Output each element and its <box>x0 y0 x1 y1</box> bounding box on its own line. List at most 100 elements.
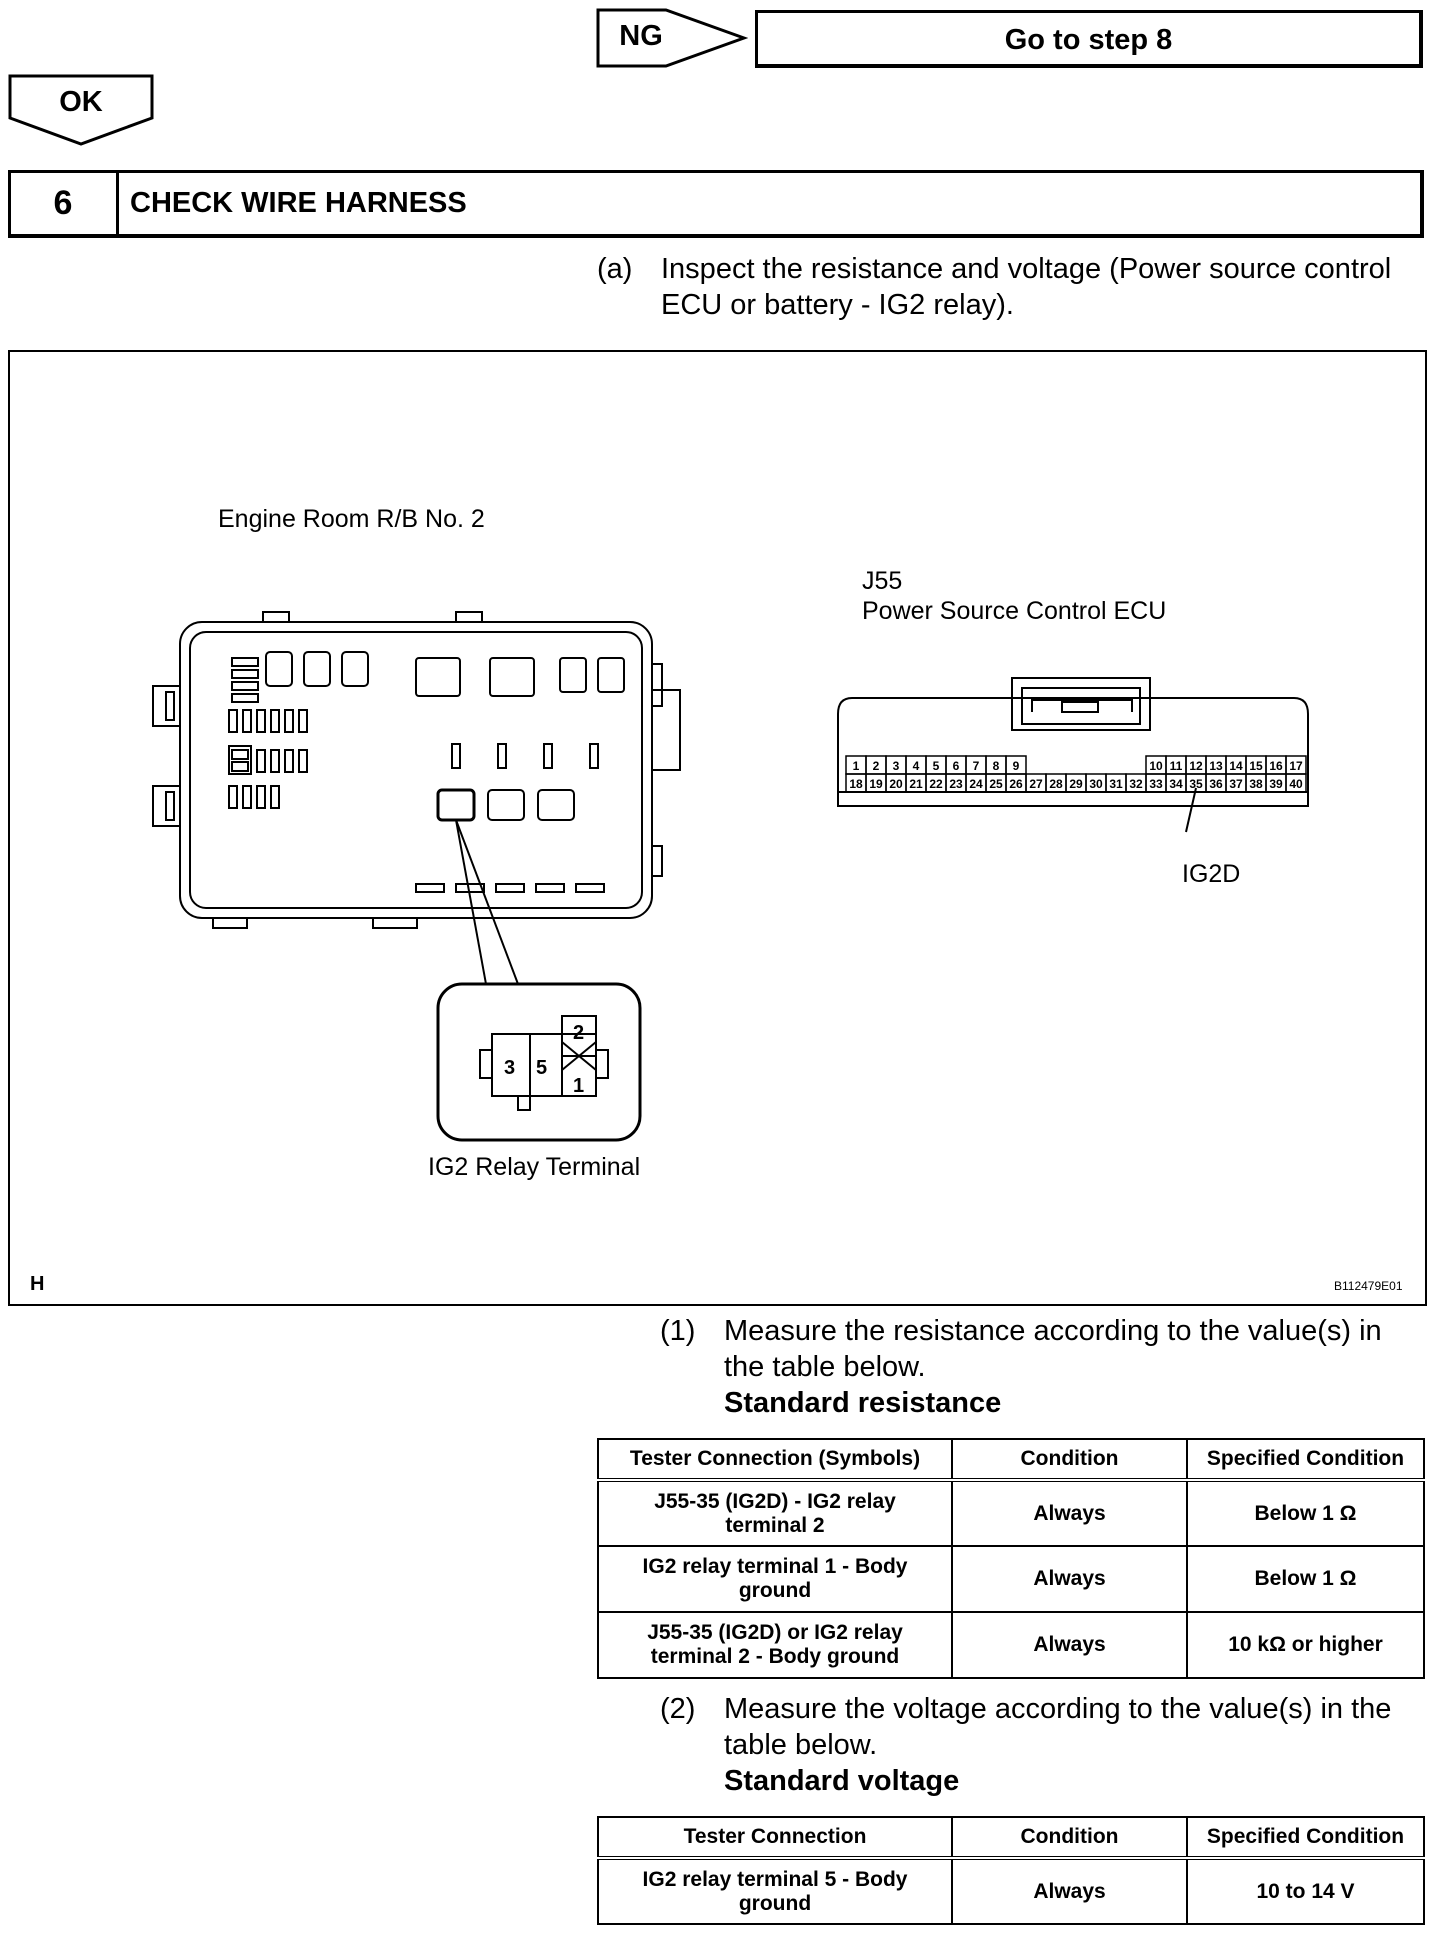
condition-cell: Always <box>951 1545 1188 1613</box>
standard-resistance-heading: Standard resistance <box>724 1387 1002 1419</box>
step-2: (2) Measure the voltage according to the… <box>660 1691 1430 1803</box>
ecu-pin-4: 4 <box>913 759 920 773</box>
step-header <box>8 170 1424 238</box>
relay-block-inner <box>189 631 643 909</box>
ecu-pin-20: 20 <box>889 777 903 791</box>
ecu-pin-13: 13 <box>1209 759 1223 773</box>
ecu-pin-24: 24 <box>969 777 983 791</box>
ng-arrow-icon <box>596 8 748 68</box>
ecu-pin-17: 17 <box>1289 759 1303 773</box>
condition-cell: Always <box>951 1611 1188 1679</box>
ecu-pin-5: 5 <box>933 759 940 773</box>
ecu-pin-22: 22 <box>929 777 943 791</box>
ecu-pin-35: 35 <box>1189 777 1203 791</box>
spec-cell: Below 1 Ω <box>1186 1545 1425 1613</box>
ig2-relay-slot <box>436 788 476 822</box>
instruction-a-label: (a) <box>597 253 633 285</box>
ecu-pin-29: 29 <box>1069 777 1083 791</box>
voltage-table: Tester Connection Condition Specified Co… <box>597 1816 1425 1925</box>
resistance-header-connection: Tester Connection (Symbols) <box>597 1438 953 1482</box>
step-number: 6 <box>53 184 73 222</box>
ecu-pin-26: 26 <box>1009 777 1023 791</box>
ecu-pin-36: 36 <box>1209 777 1223 791</box>
ecu-pin-19: 19 <box>869 777 883 791</box>
step-divider <box>116 170 119 238</box>
condition-cell: Always <box>951 1857 1188 1925</box>
ecu-pin-3: 3 <box>893 759 900 773</box>
spec-cell: 10 to 14 V <box>1186 1857 1425 1925</box>
step-2-line2: table below. <box>724 1729 878 1761</box>
ecu-pin-33: 33 <box>1149 777 1163 791</box>
ecu-pin-1: 1 <box>853 759 860 773</box>
ecu-name: Power Source Control ECU <box>862 597 1166 625</box>
figure-corner-letter: H <box>30 1273 44 1295</box>
step-1: (1) Measure the resistance according to … <box>660 1313 1430 1425</box>
relay-terminal-callout <box>436 982 642 1142</box>
ecu-pin-25: 25 <box>989 777 1003 791</box>
ecu-pin-14: 14 <box>1229 759 1243 773</box>
relay-terminal-2: 2 <box>573 1022 584 1044</box>
ecu-pin-2: 2 <box>873 759 880 773</box>
resistance-header-condition: Condition <box>951 1438 1188 1482</box>
figure-code: B112479E01 <box>1334 1279 1403 1293</box>
ecu-pin-6: 6 <box>953 759 960 773</box>
ecu-pin-9: 9 <box>1013 759 1020 773</box>
relay-terminal-5: 5 <box>536 1057 547 1079</box>
ecu-pin-callout: IG2D <box>1182 860 1240 888</box>
ecu-pin-40-cell <box>1285 773 1307 793</box>
ecu-pin-34: 34 <box>1169 777 1183 791</box>
ng-label: NG <box>619 20 663 52</box>
step-2-label: (2) <box>660 1693 696 1725</box>
ecu-pin-37: 37 <box>1229 777 1243 791</box>
step-title: CHECK WIRE HARNESS <box>130 187 467 219</box>
step-1-label: (1) <box>660 1315 696 1347</box>
ecu-pin-31: 31 <box>1109 777 1123 791</box>
rb-title: Engine Room R/B No. 2 <box>218 505 485 533</box>
ecu-pin-32: 32 <box>1129 777 1143 791</box>
step-2-line1: Measure the voltage according to the val… <box>724 1693 1392 1725</box>
condition-cell: Always <box>951 1479 1188 1547</box>
ecu-pin-40: 40 <box>1289 777 1303 791</box>
ecu-pin-38: 38 <box>1249 777 1263 791</box>
ecu-pin-7: 7 <box>973 759 980 773</box>
goto-step-link[interactable]: Go to step 8 <box>755 10 1423 68</box>
step-1-line1: Measure the resistance according to the … <box>724 1315 1382 1347</box>
ecu-pin-21: 21 <box>909 777 923 791</box>
instruction-a: (a) Inspect the resistance and voltage (… <box>597 251 1427 331</box>
instruction-a-line2: ECU or battery - IG2 relay). <box>661 289 1014 321</box>
ok-label: OK <box>59 86 103 118</box>
spec-cell: 10 kΩ or higher <box>1186 1611 1425 1679</box>
voltage-header-condition: Condition <box>951 1816 1188 1860</box>
ecu-pin-15: 15 <box>1249 759 1263 773</box>
ecu-pin-30: 30 <box>1089 777 1103 791</box>
relay-terminal-3: 3 <box>504 1057 515 1079</box>
voltage-header-spec: Specified Condition <box>1186 1816 1425 1860</box>
ecu-pin-23: 23 <box>949 777 963 791</box>
ecu-pin-11: 11 <box>1170 759 1183 773</box>
standard-voltage-heading: Standard voltage <box>724 1765 960 1797</box>
resistance-table: Tester Connection (Symbols) Condition Sp… <box>597 1438 1425 1679</box>
voltage-header-connection: Tester Connection <box>597 1816 953 1860</box>
ecu-pin-18: 18 <box>849 777 863 791</box>
resistance-header-spec: Specified Condition <box>1186 1438 1425 1482</box>
ecu-connector-body <box>837 697 1309 793</box>
ecu-pin-27: 27 <box>1029 777 1043 791</box>
ecu-pin-10: 10 <box>1149 759 1163 773</box>
ecu-code: J55 <box>862 567 902 595</box>
relay-label: IG2 Relay Terminal <box>428 1153 640 1181</box>
ecu-pin-12: 12 <box>1189 759 1203 773</box>
ecu-pin-28: 28 <box>1049 777 1063 791</box>
step-1-line2: the table below. <box>724 1351 926 1383</box>
spec-cell: Below 1 Ω <box>1186 1479 1425 1547</box>
ecu-pin-16: 16 <box>1269 759 1283 773</box>
